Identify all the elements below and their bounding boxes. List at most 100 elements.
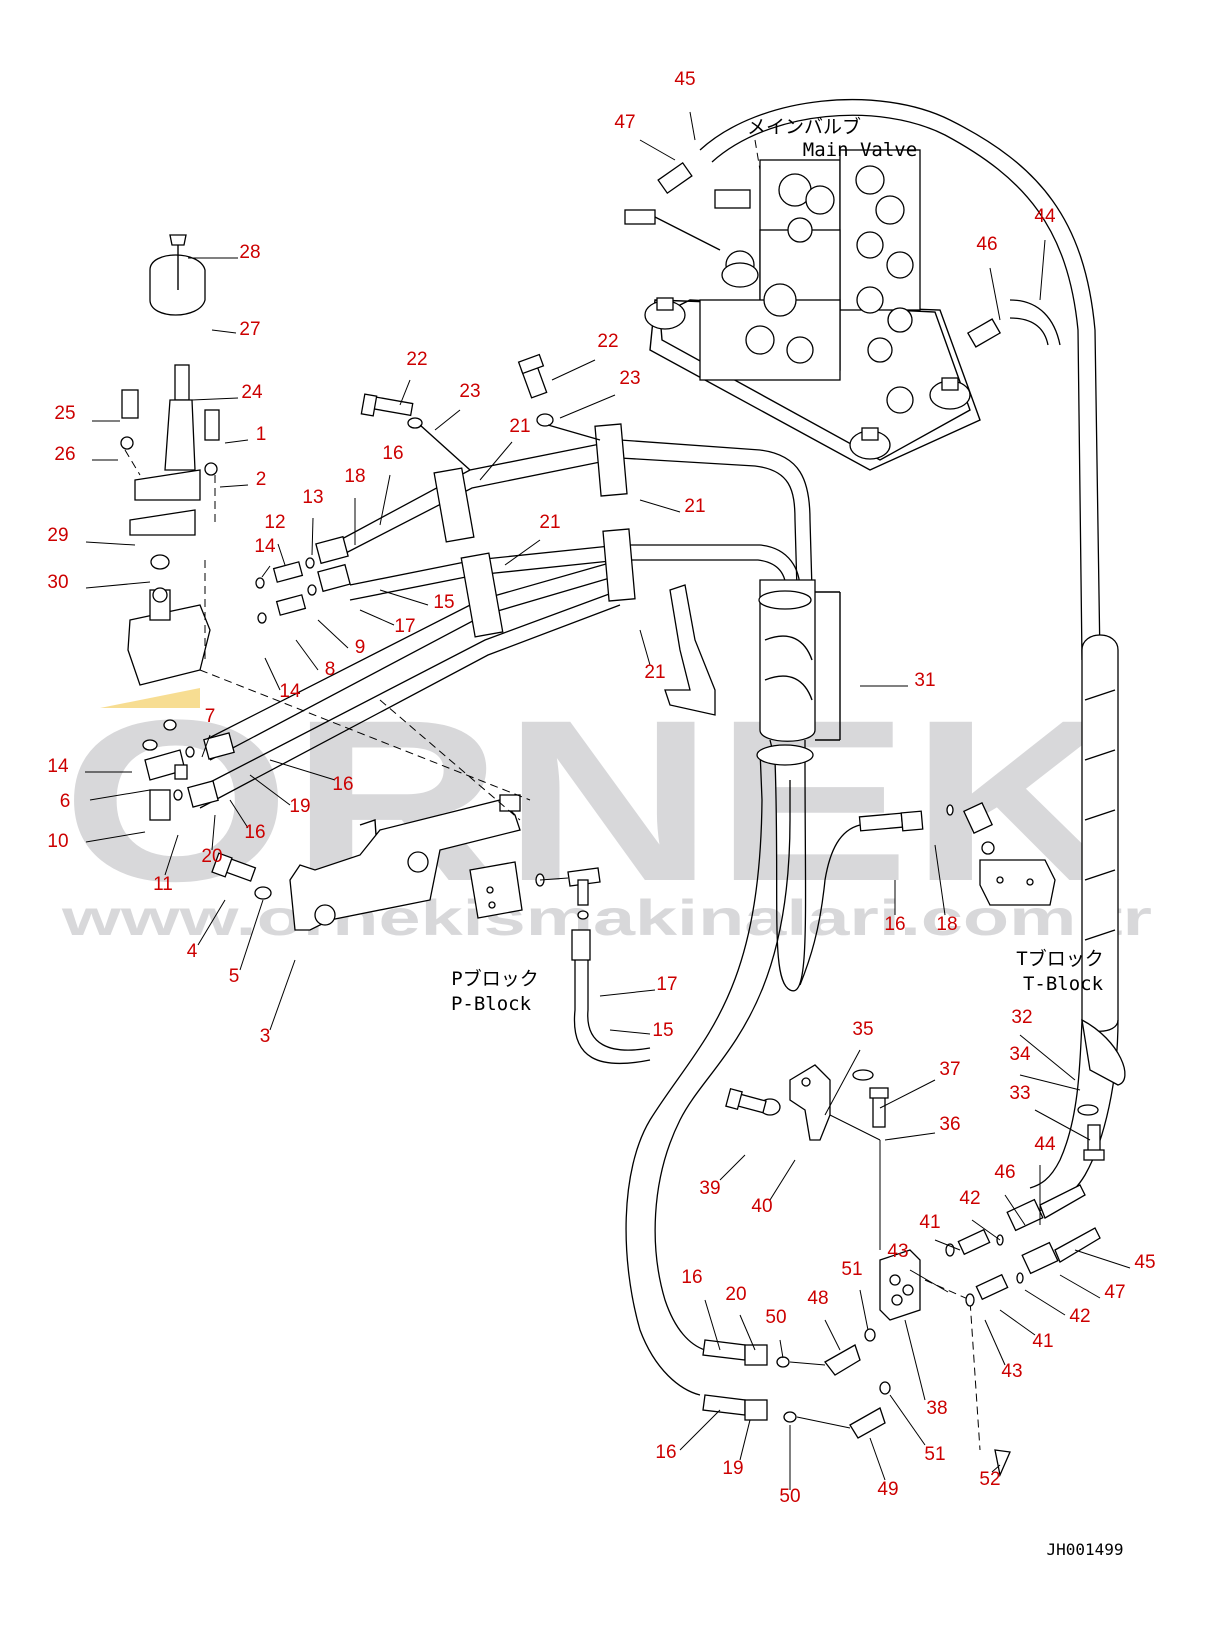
callout-c5: 5 <box>229 966 240 987</box>
callout-leader-c14b <box>264 657 281 691</box>
callout-c47b: 47 <box>1104 1282 1125 1303</box>
callout-c37: 37 <box>939 1059 960 1080</box>
callout-leader-c21d <box>639 629 651 666</box>
drawing-code: JH001499 <box>1046 1540 1123 1559</box>
callout-c11: 11 <box>153 874 173 895</box>
main-valve-label-jp: メインバルブ <box>747 115 861 138</box>
callout-leader-c16b <box>269 759 336 781</box>
fittings-right <box>945 1104 1105 1307</box>
callout-c15a: 15 <box>433 592 454 613</box>
callout-leader-c51b <box>889 1394 926 1446</box>
callout-leader-c27 <box>211 329 237 334</box>
callout-c33: 33 <box>1009 1083 1030 1104</box>
callout-leader-c16f <box>679 1409 721 1451</box>
callout-c29: 29 <box>47 525 68 546</box>
main-valve-label: メインバルブ Main Valve <box>747 115 917 161</box>
callout-c42b: 42 <box>1069 1306 1090 1327</box>
callout-leader-c5 <box>239 899 264 971</box>
callout-leader-c10 <box>85 831 146 843</box>
callout-leader-c48 <box>824 1319 841 1351</box>
upper-hose-bundle <box>194 423 841 1396</box>
callout-leader-c42a <box>971 1219 1001 1241</box>
callout-c13: 13 <box>302 487 323 508</box>
callout-leader-c21c <box>504 539 541 566</box>
callout-c34: 34 <box>1009 1044 1031 1065</box>
callout-leader-c13 <box>311 517 314 556</box>
callout-c16b: 16 <box>332 774 353 795</box>
p-block-label: Pブロック P-Block <box>451 967 539 1015</box>
t-block-label: Tブロック T-Block <box>1016 947 1103 995</box>
callout-leader-c42b <box>1024 1289 1066 1316</box>
callout-c26: 26 <box>54 444 75 465</box>
callout-leader-c39 <box>719 1154 746 1181</box>
lower-hose-ends <box>702 1328 891 1439</box>
callout-leader-c46a <box>989 267 1001 321</box>
callout-leader-c29 <box>85 541 136 546</box>
watermark: ORNEK www.ornekismakinalari.com.tr <box>60 672 1152 946</box>
callout-leader-c21b <box>639 499 681 513</box>
callout-c19a: 19 <box>289 796 310 817</box>
bracket-35 <box>725 1064 889 1250</box>
callout-leader-c40 <box>769 1159 796 1201</box>
callout-c49: 49 <box>877 1479 898 1500</box>
callout-c17b: 17 <box>656 974 677 995</box>
callout-c15b: 15 <box>652 1020 673 1041</box>
callout-c24: 24 <box>241 382 263 403</box>
callout-c14a: 14 <box>254 536 276 557</box>
callout-leader-c44a <box>1039 239 1046 301</box>
guide-lines <box>124 449 531 821</box>
callout-leader-c7 <box>201 734 211 758</box>
bolts-22 <box>360 353 601 471</box>
callout-c35: 35 <box>852 1019 873 1040</box>
callout-leader-c41a <box>934 1239 961 1251</box>
callout-leader-c12 <box>277 543 286 566</box>
callout-leader-c9 <box>317 619 349 649</box>
callout-leader-c45a <box>689 111 696 141</box>
callout-c2: 2 <box>256 469 267 490</box>
callout-c21b: 21 <box>684 496 705 517</box>
watermark-url: www.ornekismakinalari.com.tr <box>60 890 1152 946</box>
callout-c21c: 21 <box>539 512 560 533</box>
callout-c20b: 20 <box>725 1284 746 1305</box>
callout-c20a: 20 <box>201 846 222 867</box>
callout-leader-c22a <box>399 379 411 406</box>
callout-leader-c16a <box>379 474 391 526</box>
main-valve-label-en: Main Valve <box>803 139 917 161</box>
callout-c19b: 19 <box>722 1458 743 1479</box>
callout-leader-c11 <box>164 834 179 876</box>
callout-c51a: 51 <box>841 1259 862 1280</box>
callout-leader-c21a <box>479 441 513 481</box>
watermark-accent-shape <box>100 688 200 708</box>
callout-c16a: 16 <box>382 443 403 464</box>
callout-leader-c37 <box>879 1079 936 1109</box>
callout-leaders <box>85 111 1131 1490</box>
callout-leader-c33 <box>1034 1109 1091 1141</box>
callout-c27: 27 <box>239 319 260 340</box>
callout-c41b: 41 <box>1032 1331 1053 1352</box>
callout-leader-c51a <box>859 1289 869 1331</box>
block-38 <box>879 1249 1011 1478</box>
callout-leader-c50a <box>779 1339 784 1359</box>
callout-c52: 52 <box>979 1469 1000 1490</box>
callout-leader-c17a <box>359 609 395 626</box>
callout-c31: 31 <box>914 670 935 691</box>
main-valve-assembly <box>624 139 1002 471</box>
callout-c46b: 46 <box>994 1162 1015 1183</box>
callout-c50a: 50 <box>765 1307 786 1328</box>
callout-c46a: 46 <box>976 234 997 255</box>
callout-leader-c16e <box>704 1299 721 1351</box>
callout-leader-c23b <box>559 394 616 419</box>
callout-c47a: 47 <box>614 112 635 133</box>
callout-leader-c14a <box>261 565 271 578</box>
callout-leader-c4 <box>197 899 226 946</box>
t-block-label-en: T-Block <box>1023 973 1104 995</box>
callout-leader-c18b <box>934 844 946 916</box>
callout-c32: 32 <box>1011 1007 1032 1028</box>
callout-leader-c15b <box>609 1029 651 1035</box>
callout-c48: 48 <box>807 1288 828 1309</box>
callout-c39: 39 <box>699 1178 720 1199</box>
callout-leader-c30 <box>85 581 151 589</box>
callout-c23b: 23 <box>619 368 640 389</box>
